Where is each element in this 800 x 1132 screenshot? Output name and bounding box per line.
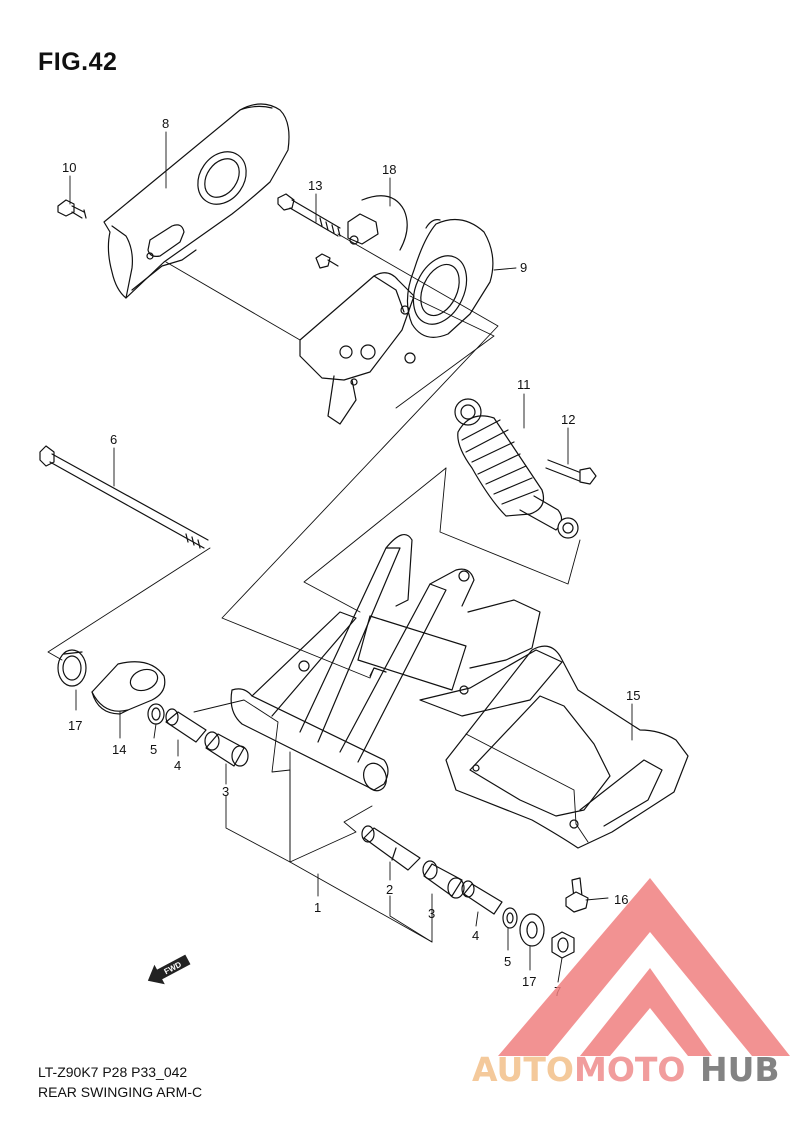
section-name-label: REAR SWINGING ARM-C <box>38 1084 203 1100</box>
oil-seal-left-part <box>57 649 87 687</box>
cap-14-part <box>91 661 166 715</box>
watermark-auto: AUTO <box>472 1050 574 1089</box>
callout-8: 8 <box>162 116 169 131</box>
callout-5-right: 5 <box>504 954 511 969</box>
bushing-right-part <box>461 880 503 915</box>
callout-12: 12 <box>561 412 575 427</box>
callout-17-left: 17 <box>68 718 82 733</box>
fwd-arrow-icon: FWD <box>147 954 191 985</box>
pivot-shaft-part <box>39 445 209 549</box>
callout-5-left: 5 <box>150 742 157 757</box>
figure-title: FIG.42 <box>38 48 118 76</box>
callout-14: 14 <box>112 742 126 757</box>
bearing-left-part <box>204 731 249 767</box>
watermark-moto: MOTO <box>574 1050 685 1089</box>
callout-11: 11 <box>517 377 531 392</box>
callout-13: 13 <box>308 178 322 193</box>
callout-1: 1 <box>314 900 321 915</box>
bearing-right-part <box>422 860 465 899</box>
washer-left-part <box>147 703 165 725</box>
callout-18: 18 <box>382 162 396 177</box>
callout-17-right: 17 <box>522 974 536 989</box>
bolt-10-part <box>57 199 87 219</box>
sprocket-cover-part <box>406 218 494 338</box>
callout-3-left: 3 <box>222 784 229 799</box>
callout-2: 2 <box>386 882 393 897</box>
small-bolt-part <box>315 253 339 269</box>
callout-labels: 8 10 13 18 9 11 12 6 17 14 5 4 3 15 1 2 … <box>62 116 640 999</box>
callout-3-right: 3 <box>428 906 435 921</box>
shock-absorber-part <box>454 398 579 539</box>
mounting-bracket-part <box>299 272 416 425</box>
washer-right-part <box>502 907 518 929</box>
skid-plate-part <box>445 645 689 849</box>
chain-cover-part <box>103 103 290 299</box>
bolt-13-part <box>277 193 341 237</box>
automotohub-watermark-logo: AUTO MOTO HUB <box>472 878 790 1089</box>
callout-9: 9 <box>520 260 527 275</box>
callout-16: 16 <box>614 892 628 907</box>
watermark-hub: HUB <box>700 1050 780 1089</box>
swing-arm-part <box>230 533 563 792</box>
nut-7-part <box>551 931 575 959</box>
callout-leaders <box>69 131 633 983</box>
callout-6: 6 <box>110 432 117 447</box>
leader-lines <box>47 233 589 943</box>
bolt-12-part <box>545 459 597 485</box>
callout-4-right: 4 <box>472 928 479 943</box>
bushing-left-part <box>165 708 207 743</box>
oil-seal-right-part <box>519 913 545 947</box>
model-code-label: LT-Z90K7 P28 P33_042 <box>38 1064 188 1080</box>
collar-right-part <box>361 825 421 871</box>
callout-10: 10 <box>62 160 76 175</box>
bolt-16-part <box>565 877 589 913</box>
callout-15: 15 <box>626 688 640 703</box>
clip-18-part <box>347 195 408 251</box>
callout-4-left: 4 <box>174 758 181 773</box>
